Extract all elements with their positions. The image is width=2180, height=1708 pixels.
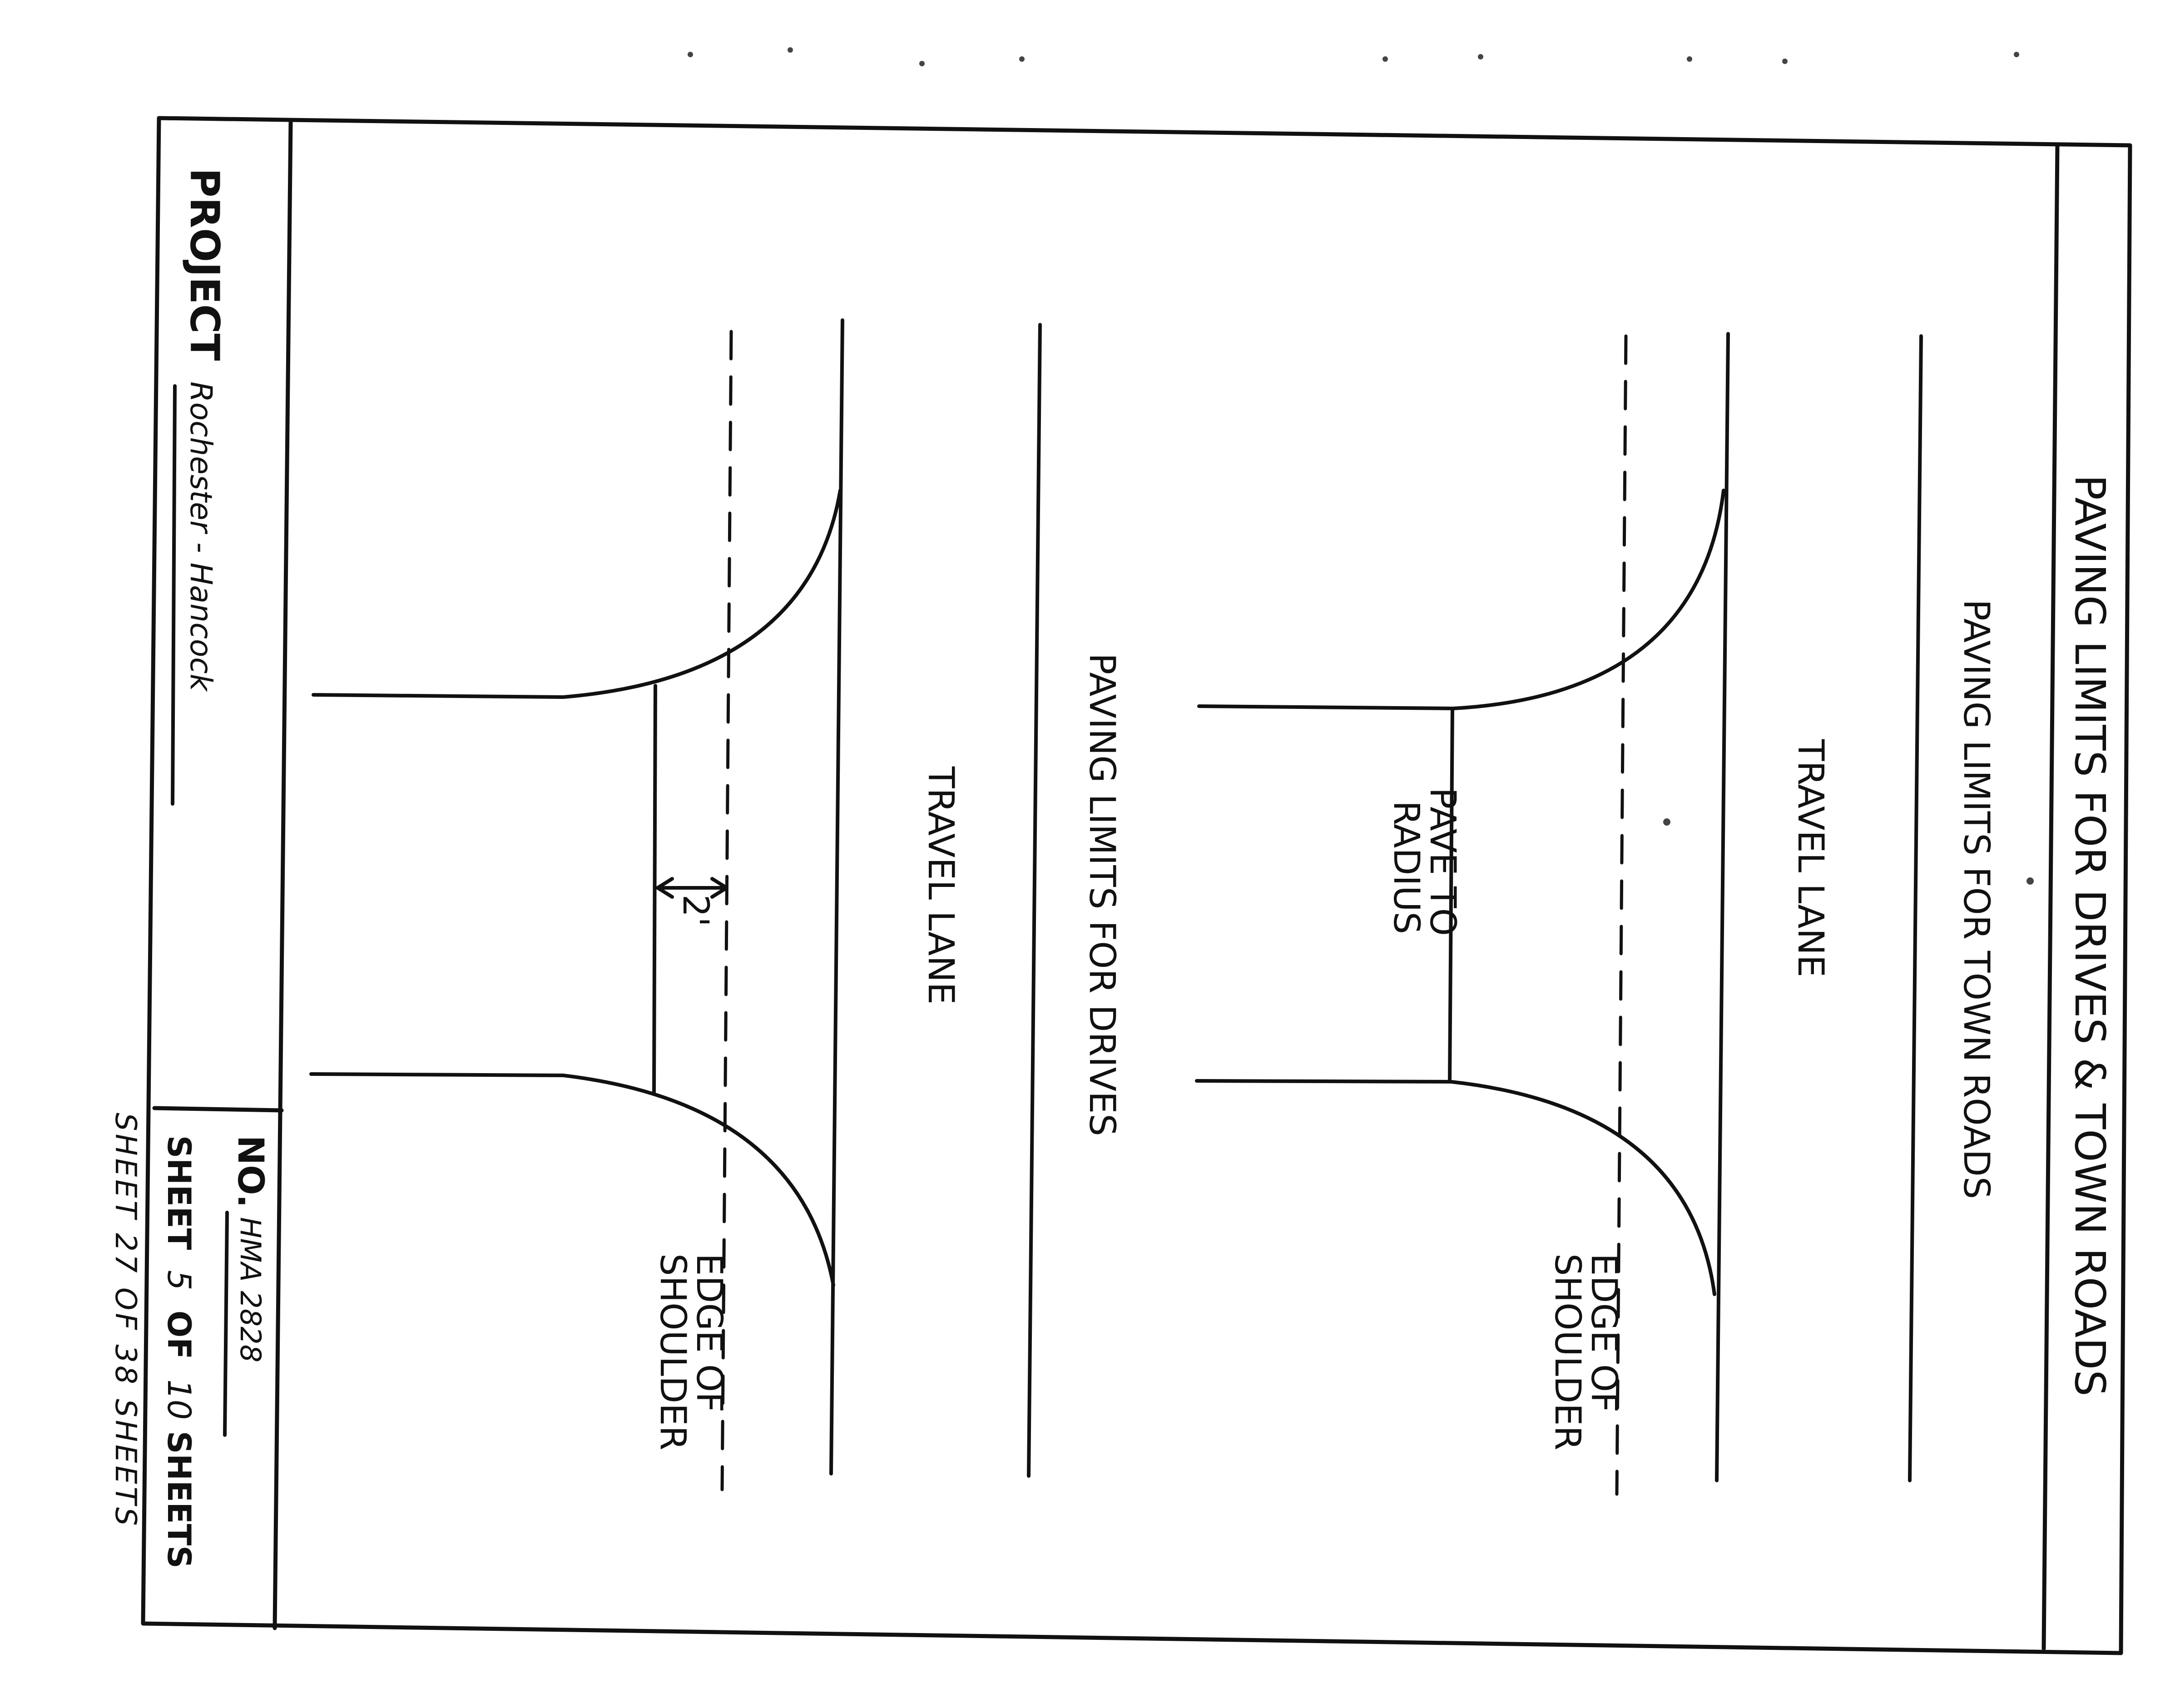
town-roads-detail (1195, 332, 1923, 1496)
sheet-count: SHEET 5 OF 10 SHEETS (160, 1135, 198, 1569)
sheet-title: PAVING LIMITS FOR DRIVES & TOWN ROADS (2066, 475, 2114, 1396)
sheets-word: SHEETS (160, 1431, 198, 1569)
dimension-label: 2' (675, 894, 716, 926)
outer-sheet-note: SHEET 27 OF 38 SHEETS (109, 1113, 142, 1529)
radius-curve-top (1197, 489, 1725, 710)
project-name: Rochester - Hancock (183, 381, 218, 693)
paving-limit-line (652, 684, 657, 1094)
radius-curve-top (312, 489, 842, 699)
town-roads-heading: PAVING LIMITS FOR TOWN ROADS (1956, 599, 1997, 1199)
left-title-block-divider (272, 120, 293, 1630)
outer-border (141, 116, 2132, 1655)
radius-curve-bottom (309, 1072, 835, 1287)
sheet-current: 5 (160, 1270, 198, 1291)
road-edge-line (1027, 323, 1042, 1478)
number-label: NO. (230, 1135, 271, 1208)
drives-heading: PAVING LIMITS FOR DRIVES (1081, 653, 1122, 1136)
title-block-horizontal-divider (152, 1106, 284, 1113)
two-foot-dimension (656, 877, 728, 899)
drives-detail (309, 318, 1042, 1491)
shoulder-line-1: EDGE OF (689, 1253, 729, 1412)
edge-of-shoulder-label: EDGE OF SHOULDER (1547, 1253, 1624, 1451)
sheet-label: SHEET (160, 1135, 198, 1250)
edge-of-shoulder-line (720, 330, 733, 1491)
paving-limit-line (1448, 707, 1454, 1084)
sheet-frame (141, 116, 2132, 1655)
radius-curve-bottom (1195, 1079, 1716, 1296)
right-title-strip-divider (2041, 143, 2060, 1651)
pave-note-line-2: RADIUS (1386, 801, 1427, 934)
shoulder-line-2: SHOULDER (652, 1253, 693, 1451)
scan-specks (688, 47, 2034, 885)
pave-to-radius-label: PAVE TO RADIUS (1386, 787, 1463, 947)
edge-of-shoulder-line (1615, 334, 1628, 1496)
shoulder-line-2: SHOULDER (1547, 1253, 1588, 1451)
number-underline (223, 1211, 229, 1437)
number-value: HMA 2828 (234, 1217, 267, 1362)
pave-note-line-1: PAVE TO (1422, 787, 1463, 936)
project-name-underline (171, 384, 177, 806)
shoulder-line-1: EDGE OF (1583, 1253, 1624, 1412)
edge-of-shoulder-label: EDGE OF SHOULDER (652, 1253, 729, 1451)
travel-lane-label: TRAVEL LANE (1790, 739, 1831, 977)
sheet-of: OF (160, 1311, 198, 1359)
travel-lane-edge-line (1715, 332, 1730, 1482)
travel-lane-label: TRAVEL LANE (920, 766, 961, 1005)
road-edge-line (1908, 334, 1923, 1482)
sheet-total: 10 (160, 1379, 198, 1420)
project-label: PROJECT (181, 168, 228, 361)
